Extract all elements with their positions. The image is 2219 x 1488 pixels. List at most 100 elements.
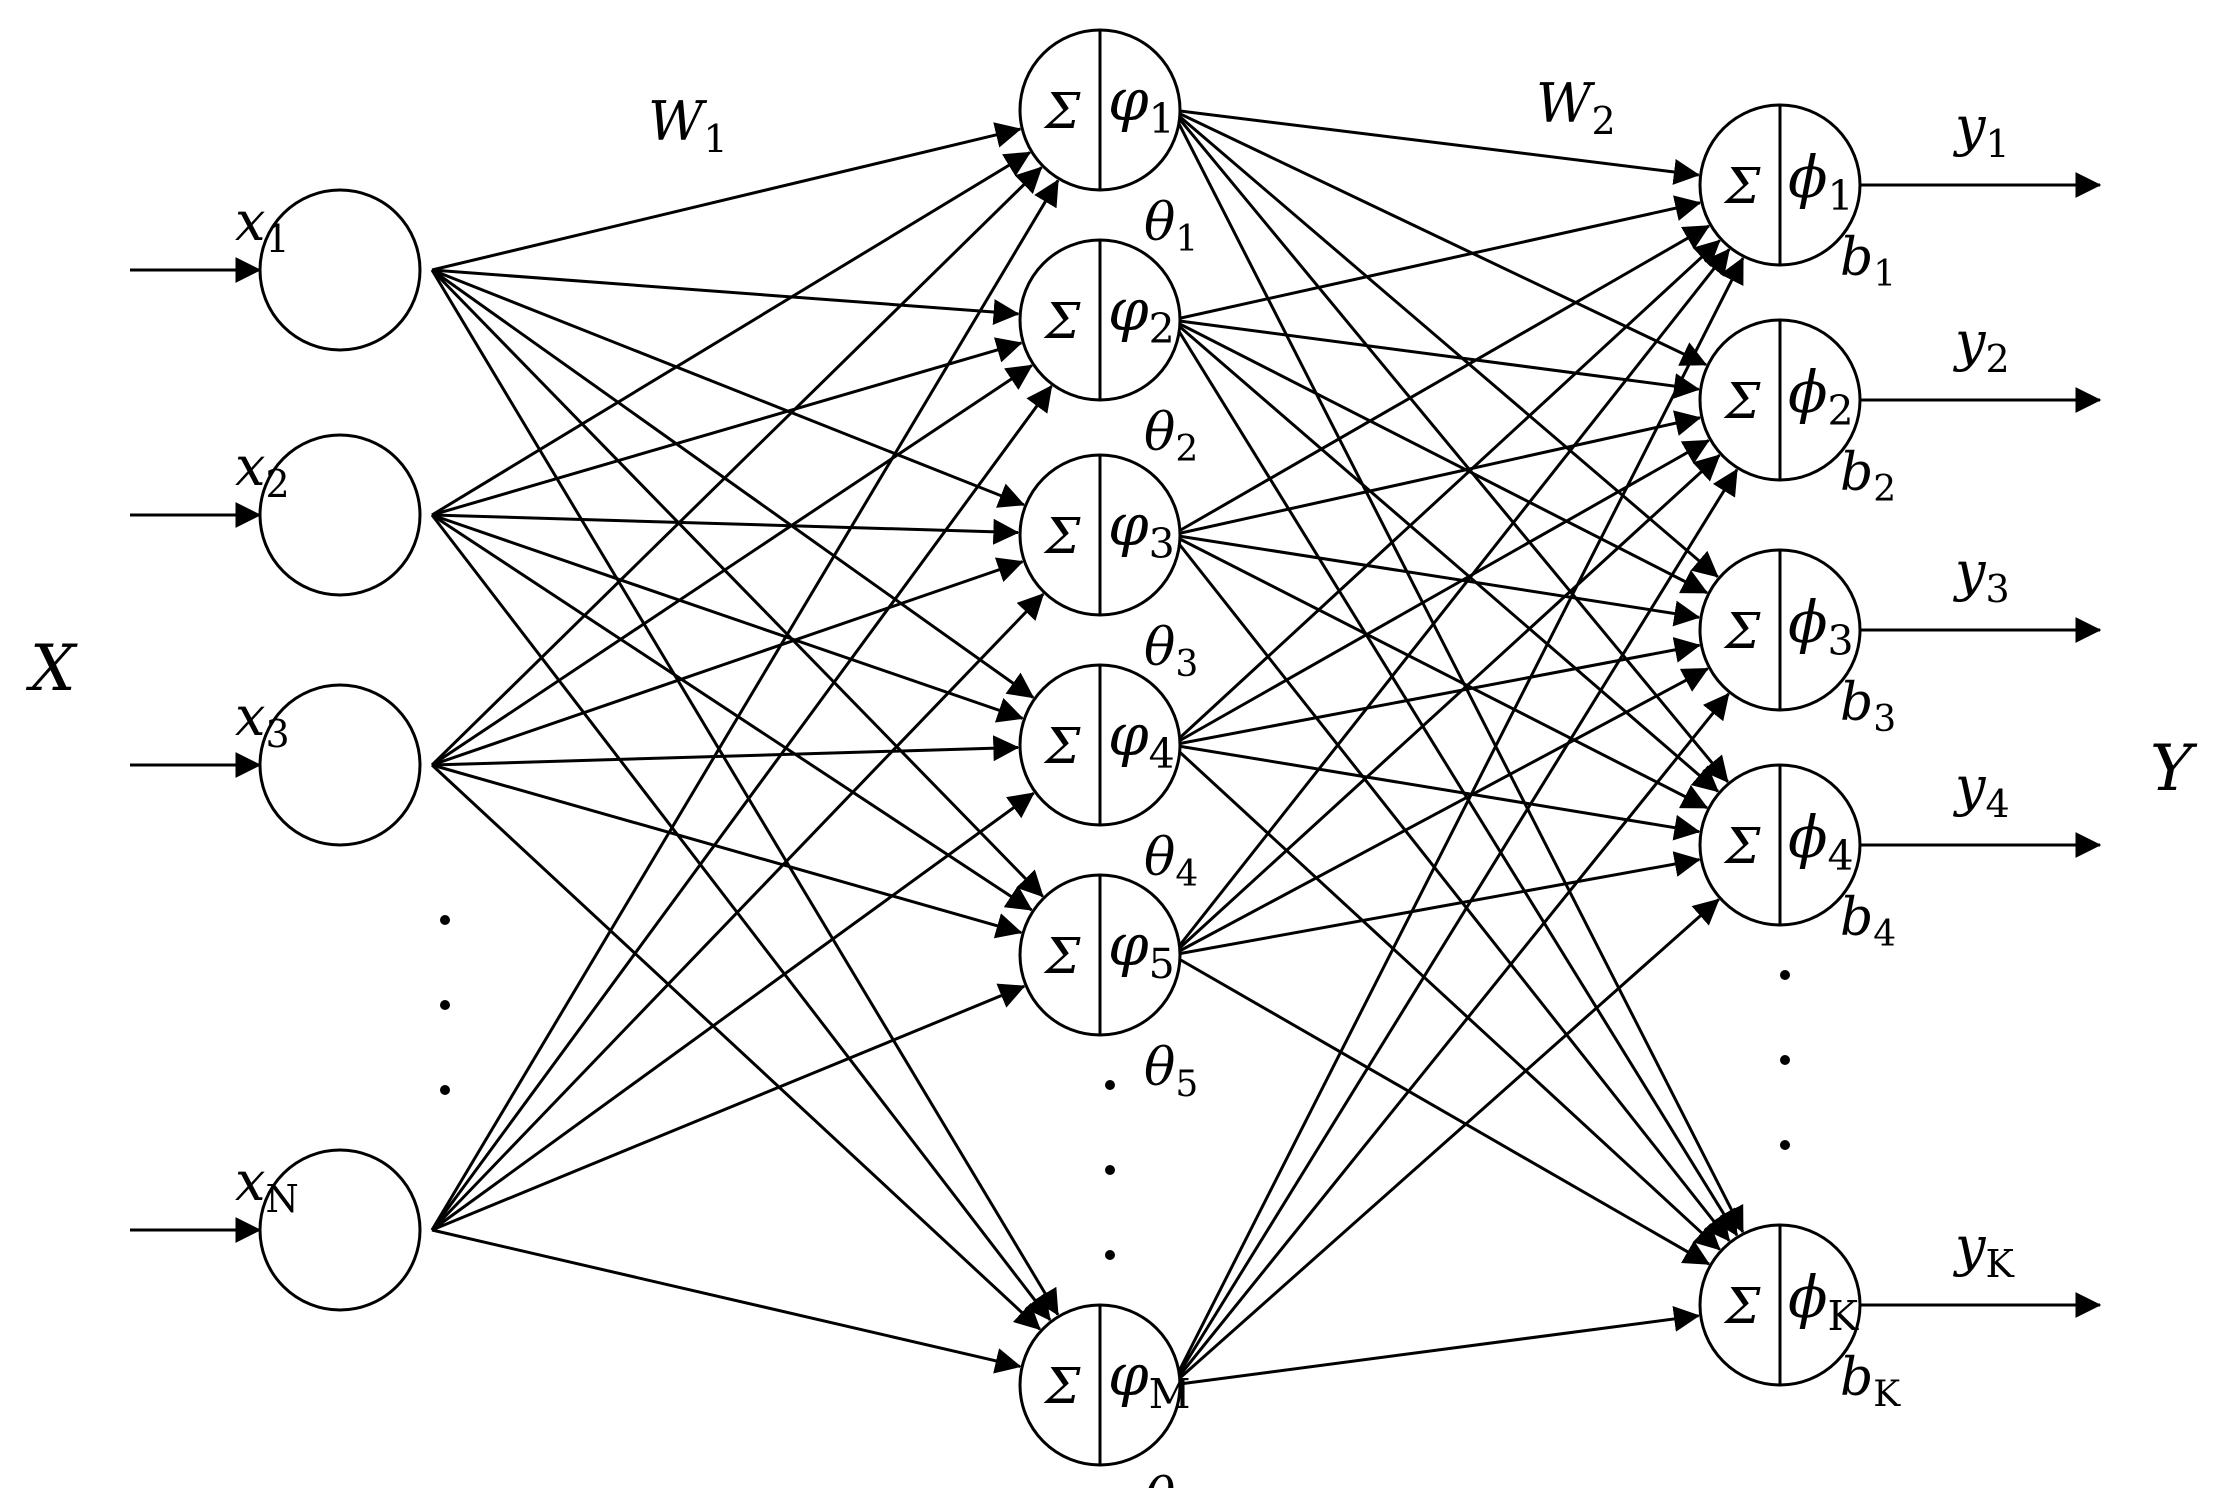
connection-hidden-5-output-4 [1171, 851, 1701, 957]
hidden-bias-label-3: θ3 [1144, 618, 1198, 685]
connection-input-1-hidden-6 [430, 269, 1060, 1316]
connection-input-1-hidden-4 [431, 268, 1035, 699]
hidden-bias-label-4: θ4 [1144, 828, 1198, 895]
connection-hidden-5-output-1 [1170, 248, 1731, 956]
nodes-layer: x1x2x3xNΣφ1θ1Σφ2θ2Σφ3θ3Σφ4θ4Σφ5θ5ΣφMθMΣϕ… [235, 28, 2015, 1488]
connection-input-3-hidden-2 [431, 364, 1033, 767]
connection-input-1-hidden-5 [430, 268, 1044, 898]
connection-hidden-5-output-5 [1171, 953, 1711, 1266]
connection-input-4-hidden-3 [430, 593, 1045, 1232]
output-bias-label-1: b1 [1840, 228, 1896, 295]
connection-input-1-hidden-1 [431, 122, 1022, 272]
sum-symbol: Σ [1723, 372, 1761, 430]
connection-hidden-6-output-4 [1171, 898, 1720, 1387]
connection-hidden-2-output-5 [1170, 319, 1739, 1237]
activation-label: φM [1108, 1341, 1191, 1418]
hidden-bias-label-6: θM [1144, 1468, 1212, 1488]
connection-input-2-hidden-3 [431, 513, 1020, 545]
connection-hidden-4-output-1 [1170, 239, 1721, 747]
output-bias-label-5: bK [1840, 1348, 1901, 1415]
input-vector-label: X [25, 632, 78, 706]
output-ellipsis-dot [1780, 970, 1790, 980]
output-bias-label-2: b2 [1840, 443, 1896, 510]
weights-1-label: W1 [648, 90, 728, 161]
input-label-4: xN [235, 1150, 299, 1221]
connection-hidden-3-output-4 [1171, 533, 1709, 810]
connection-input-3-hidden-1 [430, 166, 1043, 767]
hidden-ellipsis-dot [1105, 1250, 1115, 1260]
output-ellipsis-dot [1780, 1055, 1790, 1065]
input-node-1 [258, 188, 422, 352]
activation-label: φ4 [1108, 701, 1175, 778]
connection-input-3-hidden-3 [431, 557, 1024, 767]
activation-label: ϕ2 [1788, 358, 1854, 435]
sum-symbol: Σ [1723, 817, 1761, 875]
connection-hidden-3-output-1 [1171, 224, 1711, 537]
connection-input-4-hidden-5 [431, 983, 1026, 1232]
output-label-1: y1 [1953, 95, 2010, 166]
input-ellipsis-dot [440, 1000, 450, 1010]
sum-symbol: Σ [1723, 602, 1761, 660]
connection-hidden-6-output-5 [1171, 1306, 1700, 1387]
sum-symbol: Σ [1043, 507, 1081, 565]
output-bias-label-4: b4 [1840, 888, 1896, 955]
connection-hidden-5-output-2 [1170, 454, 1721, 957]
connection-hidden-4-output-3 [1171, 637, 1701, 747]
connection-input-3-hidden-4 [431, 735, 1020, 767]
sum-symbol: Σ [1043, 1357, 1081, 1415]
output-bias-label-3: b3 [1840, 673, 1896, 740]
output-vector-label: Y [2150, 732, 2198, 806]
connection-hidden-5-output-3 [1171, 667, 1709, 957]
output-label-3: y3 [1953, 540, 2010, 611]
output-label-5: yK [1953, 1215, 2015, 1286]
connection-input-2-hidden-6 [430, 514, 1052, 1321]
activation-label: ϕ1 [1788, 143, 1854, 220]
connection-hidden-6-output-3 [1170, 692, 1730, 1386]
activation-label: φ5 [1108, 911, 1175, 988]
weights-2-label: W2 [1536, 72, 1616, 143]
activation-label: φ2 [1108, 276, 1175, 353]
sum-symbol: Σ [1043, 82, 1081, 140]
hidden-ellipsis-dot [1105, 1165, 1115, 1175]
connection-hidden-1-output-2 [1171, 108, 1708, 367]
connection-hidden-3-output-3 [1171, 533, 1701, 627]
connection-input-3-hidden-5 [431, 763, 1023, 939]
connection-hidden-4-output-5 [1170, 743, 1721, 1251]
hidden-bias-label-1: θ1 [1144, 193, 1198, 260]
input-ellipsis-dot [440, 915, 450, 925]
connection-hidden-1-output-1 [1171, 108, 1700, 185]
output-label-4: y4 [1953, 755, 2010, 826]
sum-symbol: Σ [1723, 157, 1761, 215]
connection-hidden-4-output-2 [1171, 439, 1710, 747]
input-node-4 [258, 1148, 422, 1312]
input-node-2 [258, 433, 422, 597]
activation-label: φ3 [1108, 491, 1175, 568]
activation-label: φ1 [1108, 66, 1175, 143]
connection-hidden-3-output-5 [1170, 534, 1731, 1242]
output-label-2: y2 [1953, 310, 2010, 381]
connection-input-2-hidden-1 [431, 151, 1031, 517]
input-label-3: x3 [235, 685, 290, 756]
activation-label: ϕ4 [1788, 803, 1854, 880]
connection-hidden-2-output-1 [1171, 195, 1702, 322]
connection-input-2-hidden-5 [431, 513, 1033, 912]
hidden-bias-label-2: θ2 [1144, 403, 1198, 470]
connection-input-2-hidden-4 [431, 513, 1024, 723]
input-label-1: x1 [235, 190, 290, 261]
connection-hidden-3-output-2 [1171, 410, 1702, 537]
sum-symbol: Σ [1723, 1277, 1761, 1335]
input-label-2: x2 [235, 435, 290, 506]
input-node-3 [258, 683, 422, 847]
connection-hidden-1-output-3 [1171, 108, 1719, 578]
connection-hidden-4-output-4 [1171, 743, 1701, 841]
